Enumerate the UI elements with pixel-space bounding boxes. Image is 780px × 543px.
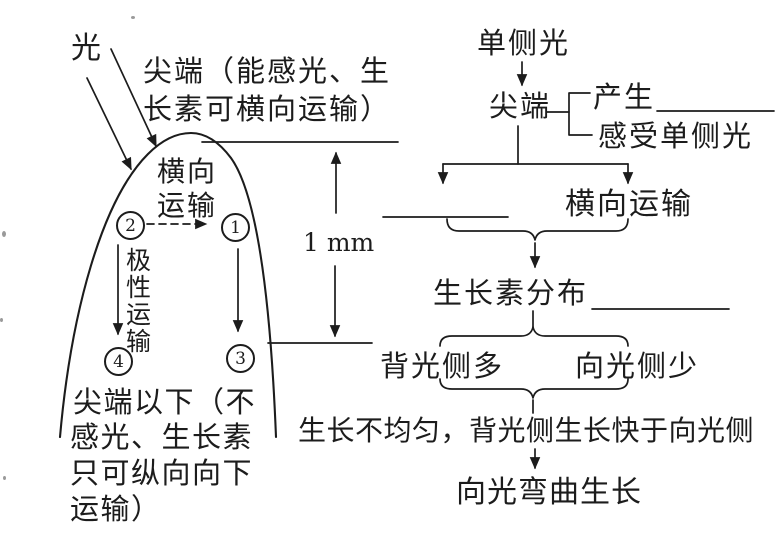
- tip-bracket: [568, 92, 593, 136]
- flow-unilateral-light: 单侧光: [477, 26, 571, 60]
- circled-number-3: 3: [226, 344, 255, 373]
- flow-shaded-side-more: 背光侧多: [380, 349, 505, 383]
- scan-speckle: [131, 16, 135, 19]
- flow-bend-toward-light: 向光弯曲生长: [456, 475, 642, 510]
- tip-caption-line2: 长素可横向运输）: [143, 92, 392, 126]
- tip-caption-line1: 尖端（能感光、生: [143, 54, 392, 88]
- scan-speckle: [0, 318, 3, 322]
- below-tip-caption-line4: 运输）: [70, 492, 162, 526]
- flow-tip-node: 尖端: [489, 89, 552, 123]
- flow-auxin-distribution: 生长素分布: [433, 276, 589, 310]
- circled-number-2: 2: [116, 211, 145, 240]
- below-tip-caption-line3: 只可纵向向下: [70, 456, 254, 490]
- overbrace-sides: [439, 326, 629, 347]
- flow-uneven-growth: 生长不均匀，背光侧生长快于向光侧: [298, 414, 755, 447]
- circled-number-4: 4: [104, 347, 133, 376]
- circled-number-1: 1: [221, 213, 250, 242]
- underbrace-transport: [446, 218, 629, 241]
- flow-lateral-transport-node: 横向运输: [565, 187, 693, 222]
- light-label: 光: [71, 31, 103, 66]
- polar-transport-label: 极性运输: [122, 247, 152, 355]
- light-arrow-2: [86, 77, 132, 171]
- below-tip-caption-line1: 尖端以下（不: [73, 385, 257, 419]
- flow-lighted-side-less: 向光侧少: [575, 349, 700, 383]
- scan-speckle: [2, 231, 6, 237]
- coleoptile-outline: [58, 131, 278, 439]
- scan-speckle: [3, 476, 6, 480]
- underbrace-sides: [439, 378, 629, 399]
- light-arrow-1: [110, 48, 157, 148]
- flow-produce-label: 产生: [593, 80, 656, 114]
- below-tip-caption-line2: 感光、生长素: [70, 420, 254, 454]
- dimension-label: 1 mm: [303, 228, 375, 257]
- lateral-transport-label-line1: 横向: [157, 155, 218, 188]
- lateral-transport-label-line2: 运输: [157, 189, 218, 222]
- flow-sense-label: 感受单侧光: [598, 119, 754, 153]
